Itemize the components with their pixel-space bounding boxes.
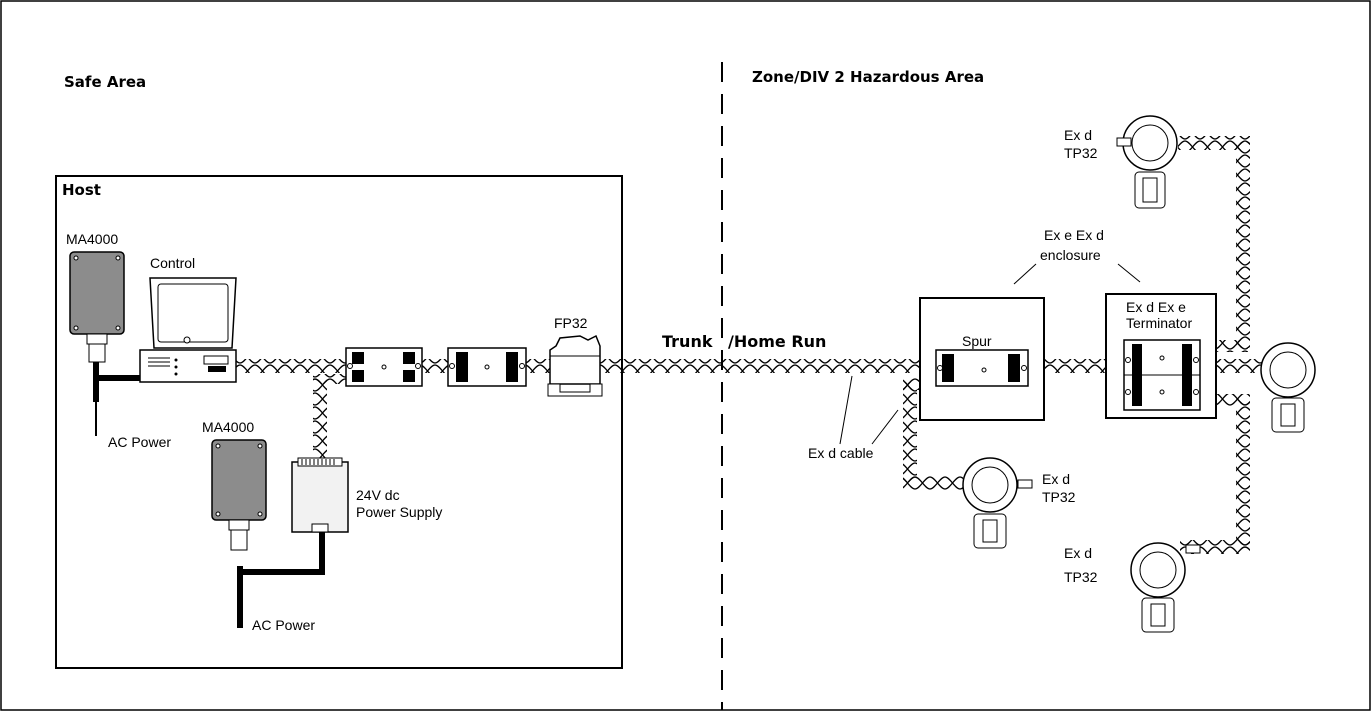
power-supply-device (291, 457, 349, 533)
cable-pointer-1 (839, 375, 853, 445)
tp32-top-device (1116, 115, 1178, 209)
ma4000-top-device (69, 251, 125, 363)
trunk-cable (236, 359, 1106, 373)
terminator-label-line1: Ex d Ex e (1126, 299, 1186, 315)
enclosure-label-line1: Ex e Ex d (1044, 227, 1104, 243)
tp32-mid-device (962, 457, 1033, 549)
junction-block-2 (447, 347, 527, 387)
spur-label: Spur (962, 333, 992, 349)
ma4000-top-label: MA4000 (66, 231, 118, 247)
enclosure-label-line2: enclosure (1040, 247, 1101, 263)
enclosure-pointer-left (1013, 263, 1037, 285)
terminator-enclosure (1105, 293, 1217, 419)
tp32-bottom-label-line1: Ex d (1064, 545, 1092, 561)
power-supply-cable (313, 374, 347, 460)
terminator-right-cable (1216, 359, 1262, 373)
ac-power-cord-bottom (237, 530, 325, 628)
ex-d-cable-label: Ex d cable (808, 445, 874, 461)
tp32-bottom-device (1130, 542, 1201, 633)
home-run-label: /Home Run (728, 332, 826, 351)
power-supply-label-line2: Power Supply (356, 504, 442, 520)
control-computer (139, 277, 237, 383)
tp32-top-label-line2: TP32 (1064, 145, 1098, 161)
tp32-mid-label-line1: Ex d (1042, 471, 1070, 487)
ac-power-top-label: AC Power (108, 434, 171, 450)
ac-power-cord-top (93, 358, 160, 402)
host-label: Host (62, 181, 101, 199)
terminator-up-cable (1178, 136, 1250, 352)
enclosure-pointer-right (1117, 263, 1141, 283)
host-box (55, 175, 623, 669)
safe-area-label: Safe Area (64, 73, 146, 91)
control-label: Control (150, 255, 195, 271)
ma4000-bottom-label: MA4000 (202, 419, 254, 435)
terminator-label-line2: Terminator (1126, 315, 1192, 331)
hazardous-area-label: Zone/DIV 2 Hazardous Area (752, 68, 984, 86)
tp32-mid-label-line2: TP32 (1042, 489, 1076, 505)
ma4000-bottom-device (211, 439, 267, 551)
tp32-right-device (1260, 342, 1316, 433)
power-supply-label-line1: 24V dc (356, 487, 400, 503)
fp32-label: FP32 (554, 315, 588, 331)
junction-block-1 (345, 347, 423, 387)
tp32-bottom-label-line2: TP32 (1064, 569, 1098, 585)
ac-power-bottom-label: AC Power (252, 617, 315, 633)
fp32-device (547, 334, 603, 397)
tp32-top-label-line1: Ex d (1064, 127, 1092, 143)
cable-pointer-2 (871, 409, 899, 445)
trunk-label: Trunk (662, 332, 713, 351)
spur-enclosure (919, 297, 1045, 421)
